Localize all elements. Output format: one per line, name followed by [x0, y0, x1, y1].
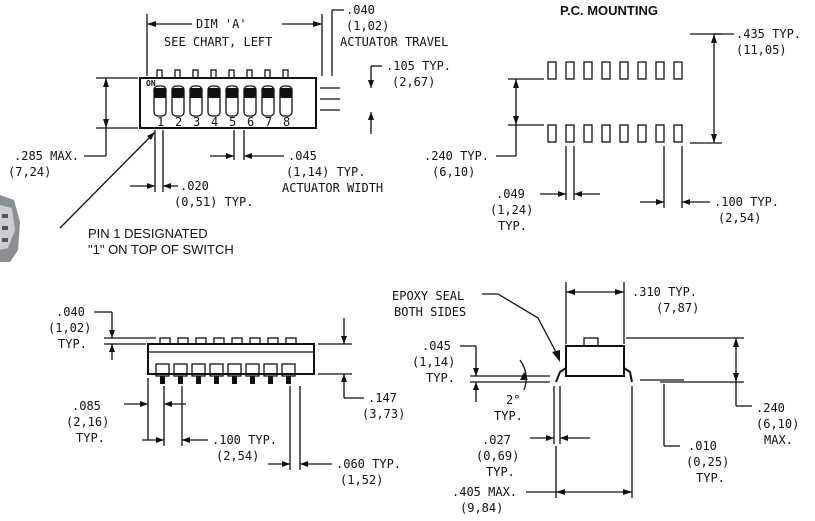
side-height-inch: .240	[756, 401, 785, 415]
angle-typ: TYP.	[494, 409, 523, 423]
dim-a-note: SEE CHART, LEFT	[164, 35, 272, 49]
front-act-inch: .040	[56, 305, 85, 319]
overall-mm: (9,84)	[460, 501, 503, 515]
dim-a-label: DIM 'A'	[196, 17, 247, 31]
epoxy-line2: BOTH SIDES	[394, 305, 466, 319]
side-height-max: MAX.	[764, 433, 793, 447]
side-actuator	[583, 337, 599, 347]
thick-mm: (0,25)	[686, 455, 729, 469]
hole-width-inch: .049	[496, 187, 525, 201]
width-mm: (1,14) TYP.	[286, 165, 365, 179]
side-act-mm: (1,14)	[412, 355, 455, 369]
front-pitch-inch: .100 TYP.	[212, 433, 277, 447]
gap-mm: (0,51) TYP.	[174, 195, 253, 209]
front-act-typ: TYP.	[58, 337, 87, 351]
epoxy-line1: EPOXY SEAL	[392, 289, 464, 303]
side-act-typ: TYP.	[426, 371, 455, 385]
gap-inch: .020	[180, 179, 209, 193]
travel-inch: .040	[346, 3, 375, 17]
body-height-inch: .147	[368, 391, 397, 405]
travel-mm: (1,02)	[346, 19, 389, 33]
pin-number: 7	[265, 115, 272, 129]
switch-photo-fragment	[0, 195, 20, 262]
pin-number: 2	[175, 115, 182, 129]
front-pins	[155, 363, 296, 384]
pin-number: 3	[193, 115, 200, 129]
pin-number: 6	[247, 115, 254, 129]
lead-typ: TYP.	[486, 465, 515, 479]
hole-row-inch: .240 TYP.	[424, 149, 489, 163]
top-pin-stubs	[156, 69, 289, 79]
pin-width-mm: (1,52)	[340, 473, 383, 487]
on-label: ON	[146, 79, 156, 88]
hole-width-mm: (1,24)	[490, 203, 533, 217]
width-label: ACTUATOR WIDTH	[282, 181, 383, 195]
angle-value: 2°	[506, 393, 520, 407]
front-pitch-mm: (2,54)	[216, 449, 259, 463]
overall-inch: .405 MAX.	[452, 485, 517, 499]
side-width-inch: .310 TYP.	[632, 285, 697, 299]
pin-width-inch: .060 TYP.	[336, 457, 401, 471]
front-lead-inch: .085	[72, 399, 101, 413]
height-inch: .285 MAX.	[14, 149, 79, 163]
spacing-inch: .105 TYP.	[386, 59, 451, 73]
pc-mounting-view: P.C. MOUNTING .43	[424, 3, 801, 233]
switch-body-side	[565, 345, 625, 377]
pc-mounting-title: P.C. MOUNTING	[560, 3, 658, 18]
pad-row-upper	[547, 61, 683, 80]
row-spacing-mm: (11,05)	[736, 43, 787, 57]
row-spacing-inch: .435 TYP.	[736, 27, 801, 41]
side-act-inch: .045	[422, 339, 451, 353]
front-lead-mm: (2,16)	[66, 415, 109, 429]
pin-number: 1	[157, 115, 164, 129]
pitch-inch: .100 TYP.	[714, 195, 779, 209]
side-height-mm: (6,10)	[756, 417, 799, 431]
pin1-note-line2: "1" ON TOP OF SWITCH	[88, 242, 234, 257]
pin1-note-line1: PIN 1 DESIGNATED	[88, 226, 208, 241]
pin-numbers: 1 2 3 4 5 6 7 8	[157, 115, 290, 129]
side-view: EPOXY SEAL BOTH SIDES .310 TYP. (7,87) .…	[392, 282, 799, 515]
thick-typ: TYP.	[696, 471, 725, 485]
pin-number: 4	[211, 115, 218, 129]
side-width-mm: (7,87)	[656, 301, 699, 315]
front-act-mm: (1,02)	[48, 321, 91, 335]
right-lead	[623, 367, 633, 383]
lead-inch: .027	[482, 433, 511, 447]
pad-row-lower	[547, 124, 683, 143]
spacing-mm: (2,67)	[392, 75, 435, 89]
thick-inch: .010	[688, 439, 717, 453]
width-inch: .045	[288, 149, 317, 163]
left-lead	[555, 367, 567, 383]
hole-width-typ: TYP.	[498, 219, 527, 233]
front-lead-typ: TYP.	[76, 431, 105, 445]
top-view: ON 1 2 3 4 5 6 7 8 DIM 'A' SEE CHART, LE…	[8, 3, 451, 257]
pin-number: 5	[229, 115, 236, 129]
switch-body-front	[147, 343, 315, 375]
height-mm: (7,24)	[8, 165, 51, 179]
switch-body-top	[139, 77, 317, 129]
lead-mm: (0,69)	[476, 449, 519, 463]
body-height-mm: (3,73)	[362, 407, 405, 421]
hole-row-mm: (6,10)	[432, 165, 475, 179]
front-view: .040 (1,02) TYP. .147 (3,73) .085 (2,16)…	[48, 305, 405, 487]
pin-number: 8	[283, 115, 290, 129]
actuator-slots	[153, 85, 293, 117]
travel-label: ACTUATOR TRAVEL	[340, 35, 448, 49]
pitch-mm: (2,54)	[718, 211, 761, 225]
